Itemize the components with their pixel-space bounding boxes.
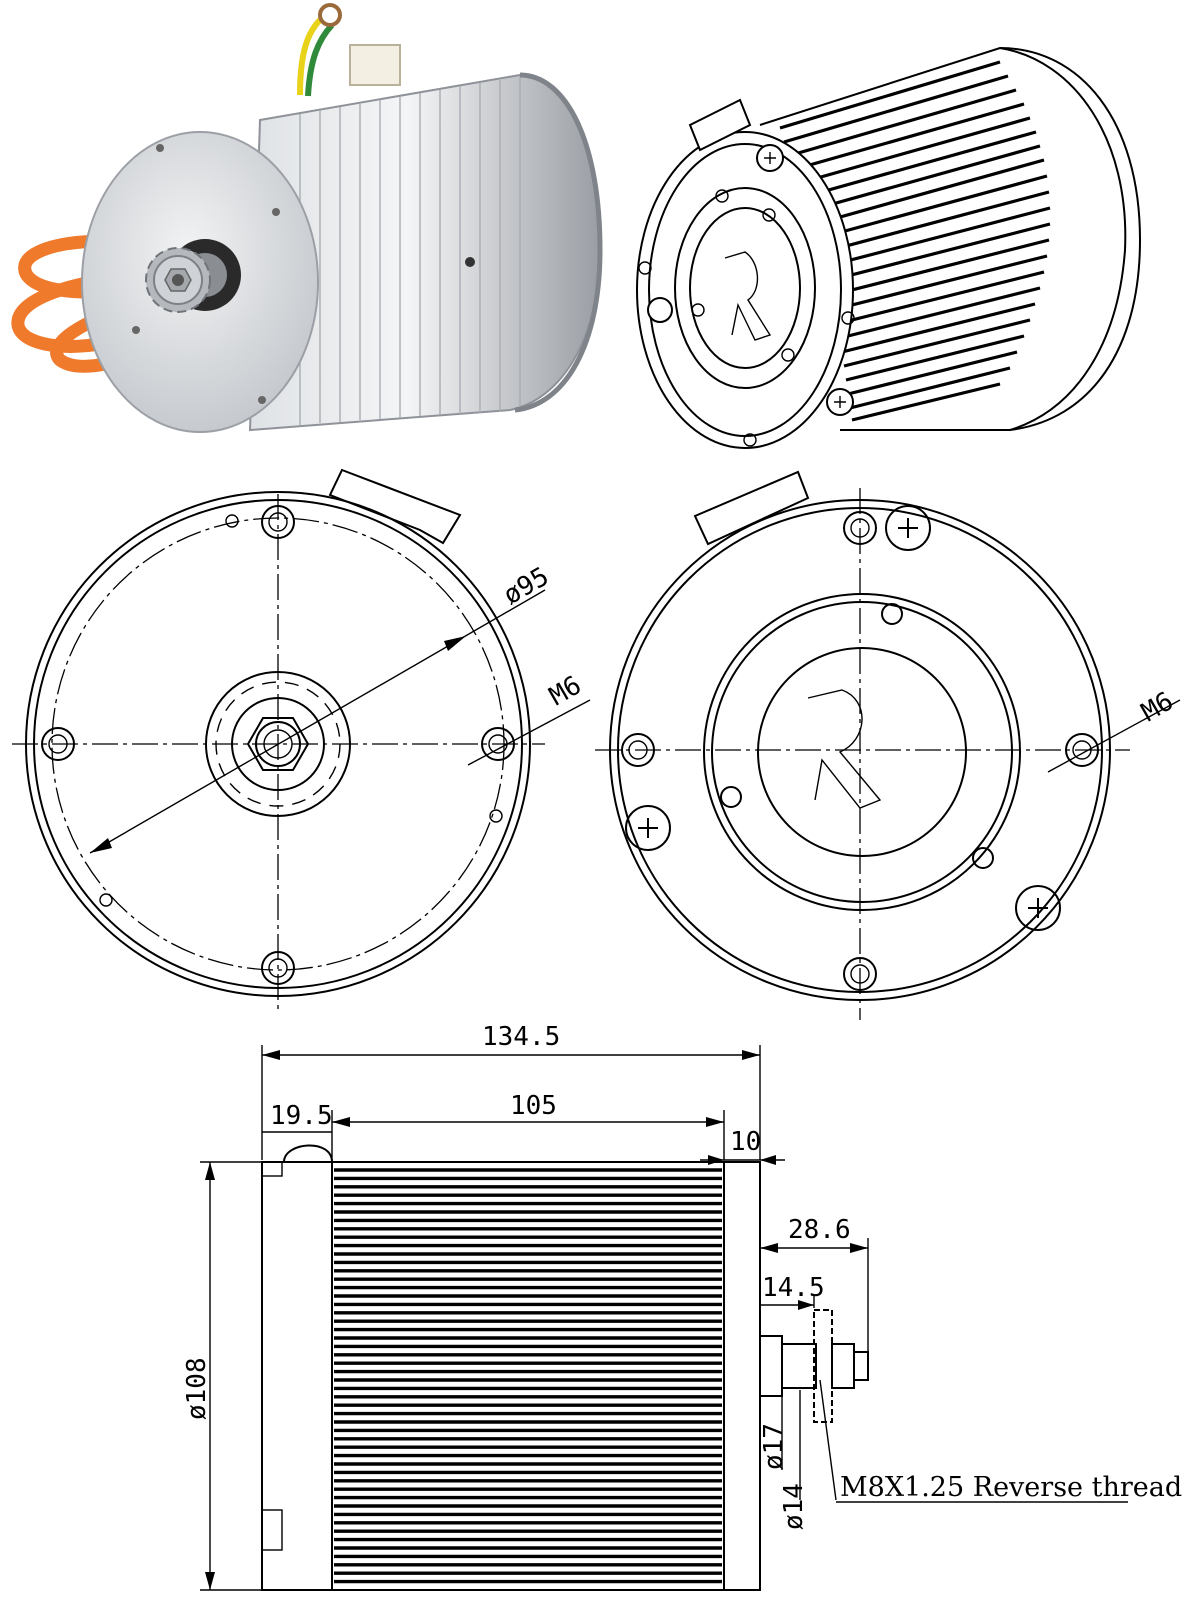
shaft-total-length-label: 28.6 <box>788 1215 851 1245</box>
shaft-diameter-14-label: ø14 <box>779 1483 809 1530</box>
housing-fins <box>299 77 521 425</box>
side-shaft <box>759 1309 869 1423</box>
front-view: ø95 M6 <box>12 468 591 1010</box>
iso-connector <box>688 98 752 152</box>
iso-fins <box>779 60 1051 422</box>
rear-screws <box>625 505 1061 931</box>
front-diameter-leader <box>89 589 546 854</box>
rear-thread-label: M6 <box>1137 686 1179 728</box>
iso-logo <box>724 251 772 341</box>
signal-wires <box>297 3 401 97</box>
front-bolt-circle-label: ø95 <box>499 562 555 611</box>
shaft-step-length-label: 14.5 <box>762 1273 825 1303</box>
end-cap-length-label: 19.5 <box>270 1101 333 1131</box>
front-sprocket <box>205 671 351 817</box>
side-front-cap <box>723 1161 761 1591</box>
overall-length-label: 134.5 <box>482 1022 560 1052</box>
rear-view: M6 <box>595 470 1181 1020</box>
iso-end-cap <box>636 131 854 449</box>
side-finned-body <box>331 1161 725 1591</box>
front-connector <box>328 468 462 545</box>
rear-connector <box>693 470 810 546</box>
motor-photo <box>11 3 603 433</box>
rear-inner-ring <box>703 593 1021 911</box>
rear-logo <box>807 689 882 809</box>
side-view: 134.5 19.5 105 10 28.6 14.5 ø108 <box>182 1022 1182 1591</box>
body-diameter-label: ø108 <box>182 1357 212 1420</box>
front-mounting-holes <box>41 505 515 985</box>
front-cap-length-label: 10 <box>730 1127 761 1157</box>
rear-holes <box>621 511 1099 991</box>
side-rear-cap <box>261 1161 333 1591</box>
side-fins <box>334 1168 722 1584</box>
motor-isometric <box>636 46 1142 449</box>
thread-note: M8X1.25 Reverse thread <box>840 1472 1182 1503</box>
sprocket-photo <box>145 247 211 313</box>
shaft-diameter-17-label: ø17 <box>759 1423 789 1470</box>
body-length-label: 105 <box>510 1091 557 1121</box>
